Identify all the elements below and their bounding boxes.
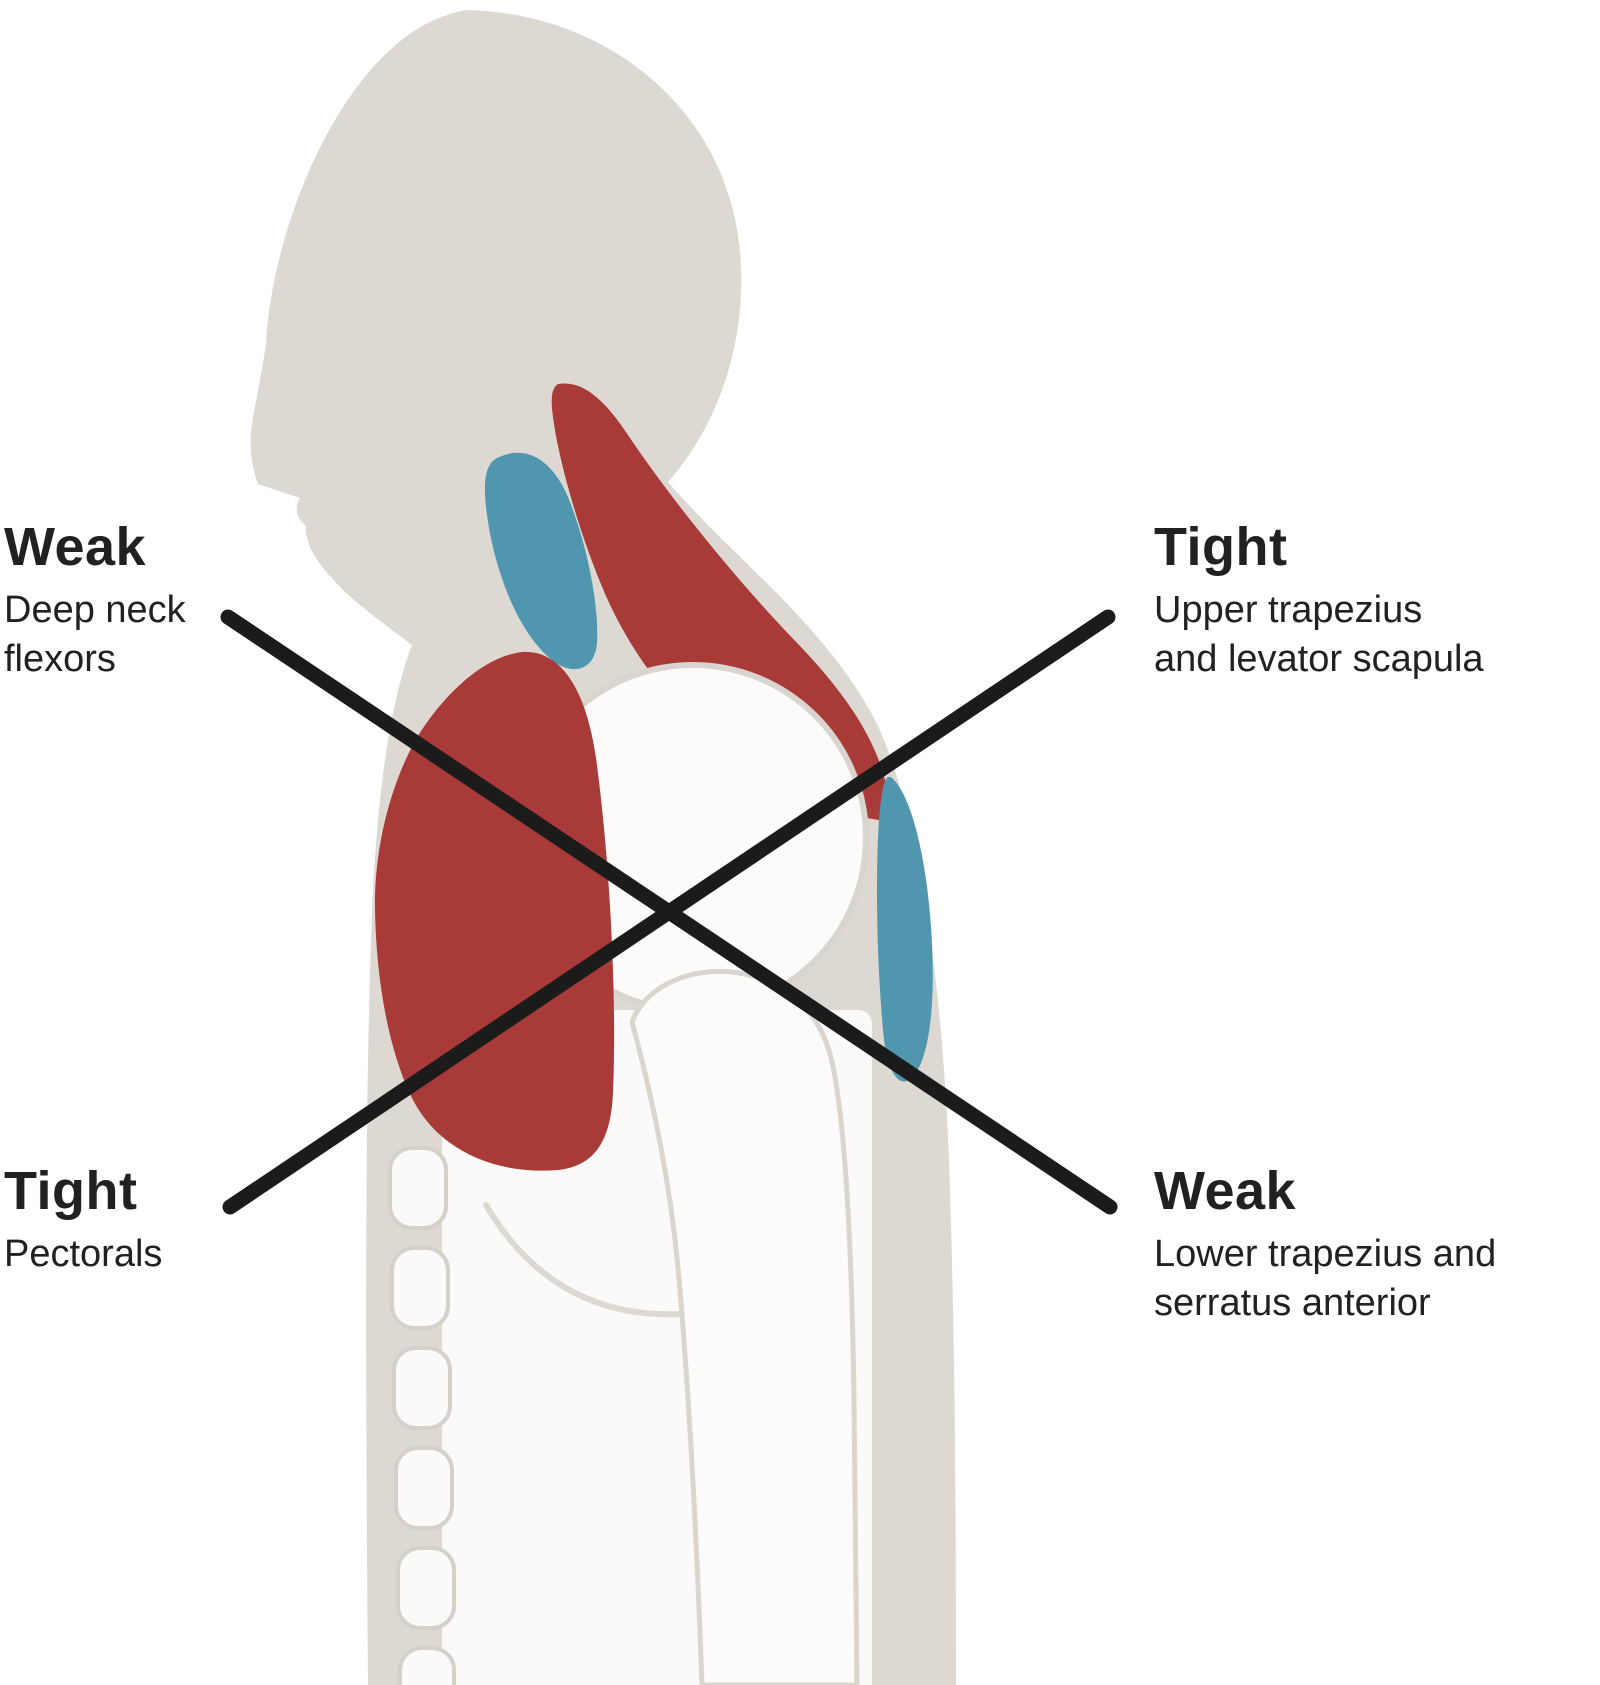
vertebrae-segment <box>398 1646 456 1685</box>
annotation-text-line: Lower trapezius and <box>1154 1233 1497 1275</box>
annotation-text-line: Upper trapezius <box>1154 589 1423 631</box>
annotation-title: Weak <box>4 517 147 577</box>
annotation-text-line: and levator scapula <box>1154 637 1484 680</box>
vertebrae-segment <box>392 1346 452 1430</box>
annotation-title: Tight <box>4 1161 138 1221</box>
annotation-text-line: flexors <box>4 637 116 680</box>
annotation-tight-upper-trapezius: Tight Upper trapezius and levator scapul… <box>1154 516 1484 683</box>
lower-trapezius-muscle <box>876 776 933 1082</box>
vertebrae-column <box>388 1146 456 1685</box>
vertebrae-segment <box>388 1146 448 1230</box>
annotation-text-line: Deep neck <box>4 589 186 631</box>
pectorals-muscle <box>374 651 615 1171</box>
annotation-weak-deep-neck-flexors: Weak Deep neck flexors <box>4 516 186 683</box>
annotation-tight-pectorals: Tight Pectorals <box>4 1160 162 1279</box>
annotation-title: Tight <box>1154 517 1288 577</box>
annotation-text-line: serratus anterior <box>1154 1281 1431 1324</box>
vertebrae-segment <box>390 1246 450 1330</box>
rib-line <box>483 1202 707 1318</box>
cross-line-ascending <box>222 609 1116 1215</box>
vertebrae-segment <box>394 1446 454 1530</box>
annotation-weak-lower-trapezius: Weak Lower trapezius and serratus anteri… <box>1154 1160 1496 1327</box>
vertebrae-segment <box>396 1546 456 1630</box>
annotation-title: Weak <box>1154 1161 1297 1221</box>
annotation-text-line: Pectorals <box>4 1233 163 1275</box>
deep-neck-flexors-muscle <box>484 452 598 670</box>
